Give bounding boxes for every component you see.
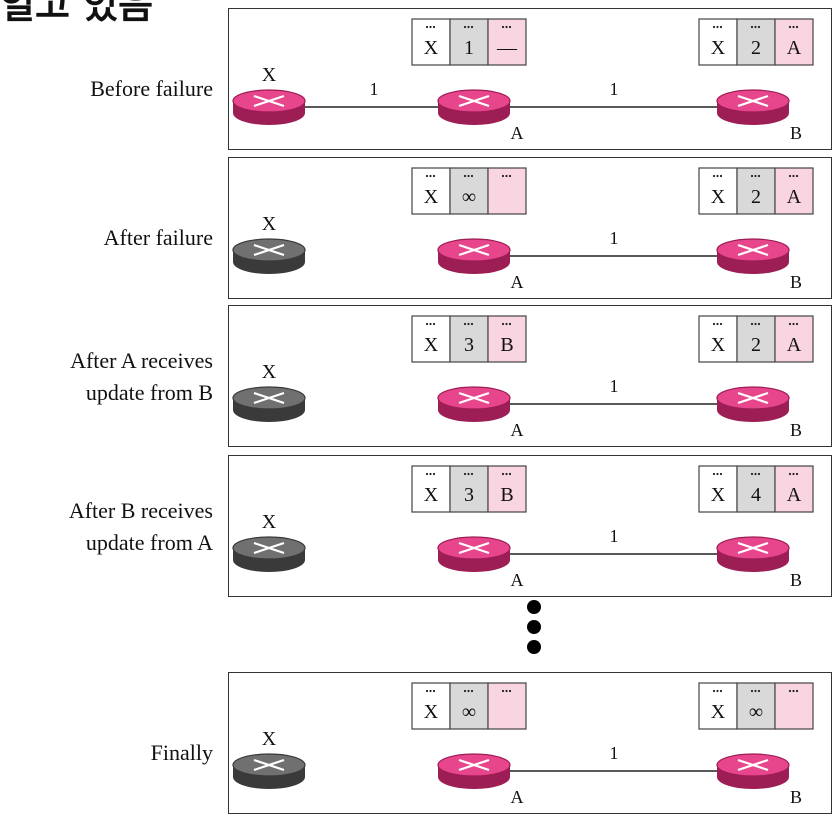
destination-cell: X: [424, 37, 439, 59]
cost-cell: 4: [751, 484, 761, 506]
router-x-icon: [232, 238, 306, 274]
link-a-b-cost: 1: [610, 526, 619, 546]
next-hop-cell: —: [496, 37, 518, 59]
destination-cell: X: [711, 186, 726, 208]
routing-table-a: X 3 B: [411, 465, 527, 513]
router-x-icon: [232, 536, 306, 572]
node-a-label: A: [511, 787, 524, 807]
destination-cell: X: [424, 701, 439, 723]
node-x-label: X: [262, 728, 277, 750]
router-a-icon: [437, 238, 511, 274]
node-a-label: A: [511, 570, 524, 590]
cost-cell: ∞: [462, 701, 476, 723]
next-hop-cell: A: [787, 484, 802, 506]
destination-cell: X: [711, 334, 726, 356]
next-hop-cell: B: [500, 334, 513, 356]
node-x-label: X: [262, 64, 277, 86]
node-b-label: B: [790, 787, 802, 807]
routing-table-b: X∞: [698, 682, 814, 730]
panel-label: After failure: [103, 225, 213, 250]
next-hop-cell: A: [787, 37, 802, 59]
routing-table-b: X 4 A: [698, 465, 814, 513]
link-a-b-cost: 1: [610, 228, 619, 248]
node-b-label: B: [790, 420, 802, 440]
cost-cell: 2: [751, 186, 761, 208]
routing-table-a: X 1 —: [411, 18, 527, 66]
router-b-icon: [716, 753, 790, 789]
router-b-icon: [716, 536, 790, 572]
header-text: 일고 있음: [0, 0, 154, 27]
next-hop-cell: A: [787, 186, 802, 208]
router-a-icon: [437, 89, 511, 125]
node-x-label: X: [262, 361, 277, 383]
panel-label: After B receives update from A: [68, 498, 213, 555]
node-a-label: A: [511, 272, 524, 292]
destination-cell: X: [711, 701, 726, 723]
next-hop-cell: B: [500, 484, 513, 506]
destination-cell: X: [711, 484, 726, 506]
router-a-icon: [437, 536, 511, 572]
panel-label: Finally: [150, 740, 213, 765]
router-b-icon: [716, 238, 790, 274]
routing-table-b: X 2 A: [698, 18, 814, 66]
panel-label: Before failure: [90, 76, 213, 101]
router-x-icon: [232, 753, 306, 789]
node-a-label: A: [511, 123, 524, 143]
cost-cell: 2: [751, 37, 761, 59]
routing-table-a: X∞: [411, 167, 527, 215]
routing-table-b: X 2 A: [698, 167, 814, 215]
router-x-icon: [232, 89, 306, 125]
link-a-b-cost: 1: [610, 743, 619, 763]
node-x-label: X: [262, 511, 277, 533]
link-a-b-cost: 1: [610, 376, 619, 396]
cost-cell: 3: [464, 334, 474, 356]
node-x-label: X: [262, 213, 277, 235]
cost-cell: 1: [464, 37, 474, 59]
link-a-b-cost: 1: [610, 79, 619, 99]
destination-cell: X: [711, 37, 726, 59]
router-b-icon: [716, 386, 790, 422]
cost-cell: ∞: [462, 186, 476, 208]
routing-table-b: X 2 A: [698, 315, 814, 363]
destination-cell: X: [424, 484, 439, 506]
cost-cell: 3: [464, 484, 474, 506]
router-a-icon: [437, 753, 511, 789]
router-b-icon: [716, 89, 790, 125]
destination-cell: X: [424, 334, 439, 356]
link-x-a-cost: 1: [370, 79, 379, 99]
routing-table-a: X∞: [411, 682, 527, 730]
vertical-ellipsis-icon: [527, 600, 543, 660]
router-x-icon: [232, 386, 306, 422]
node-a-label: A: [511, 420, 524, 440]
destination-cell: X: [424, 186, 439, 208]
router-a-icon: [437, 386, 511, 422]
node-b-label: B: [790, 123, 802, 143]
cost-cell: 2: [751, 334, 761, 356]
next-hop-cell: A: [787, 334, 802, 356]
panel-label: After A receives update from B: [70, 348, 213, 405]
cost-cell: ∞: [749, 701, 763, 723]
node-b-label: B: [790, 570, 802, 590]
node-b-label: B: [790, 272, 802, 292]
routing-table-a: X 3 B: [411, 315, 527, 363]
